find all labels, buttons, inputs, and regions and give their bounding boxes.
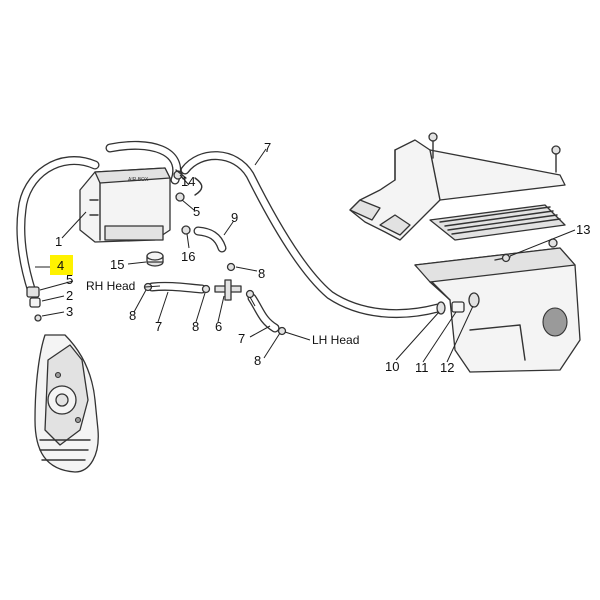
- callout-13: 13: [576, 222, 590, 237]
- engine-cover-left: [34, 334, 99, 473]
- housing-fittings: [436, 253, 511, 315]
- callout-2: 2: [66, 288, 73, 303]
- air-filter: [429, 204, 566, 248]
- callout-7-top: 7: [264, 140, 271, 155]
- callout-5-box: 5: [193, 204, 200, 219]
- callout-4: 4: [57, 258, 64, 273]
- callouts: 1 2 3 4 5 5 6 7 7 7 8 8 8 8 9 10 11 12 1…: [55, 140, 590, 375]
- lh-head-label: LH Head: [312, 333, 359, 347]
- breather-box: AIR BOX: [79, 167, 171, 243]
- callout-8-c: 8: [258, 266, 265, 281]
- callout-11: 11: [415, 360, 429, 375]
- callout-1: 1: [55, 234, 62, 249]
- frame-bracket: [349, 132, 566, 241]
- callout-4-highlight: [50, 255, 73, 275]
- callout-12: 12: [440, 360, 454, 375]
- part-9-elbow: [193, 226, 227, 253]
- callout-7-lower: 7: [238, 331, 245, 346]
- hose-7-long: [180, 151, 443, 319]
- part-6-t-fitting: [214, 279, 242, 301]
- callout-9: 9: [231, 210, 238, 225]
- callout-3: 3: [66, 304, 73, 319]
- callout-14: 14: [181, 174, 195, 189]
- part-15-grommet: [146, 251, 164, 267]
- box-label: AIR BOX: [128, 177, 149, 183]
- callout-10: 10: [385, 359, 399, 374]
- callout-15: 15: [110, 257, 124, 272]
- callout-5-left: 5: [66, 272, 73, 287]
- hose-rh-head: [143, 281, 211, 294]
- rh-head-label: RH Head: [86, 279, 135, 293]
- callout-7-mid: 7: [155, 319, 162, 334]
- leader-lines: [35, 148, 576, 363]
- hose-lh-head: [226, 262, 287, 336]
- callout-8-b: 8: [192, 319, 199, 334]
- box-fittings: [173, 169, 203, 235]
- callout-16: 16: [181, 249, 195, 264]
- callout-8-d: 8: [254, 353, 261, 368]
- callout-6: 6: [215, 319, 222, 334]
- callout-8-a: 8: [129, 308, 136, 323]
- left-fittings: [26, 286, 42, 322]
